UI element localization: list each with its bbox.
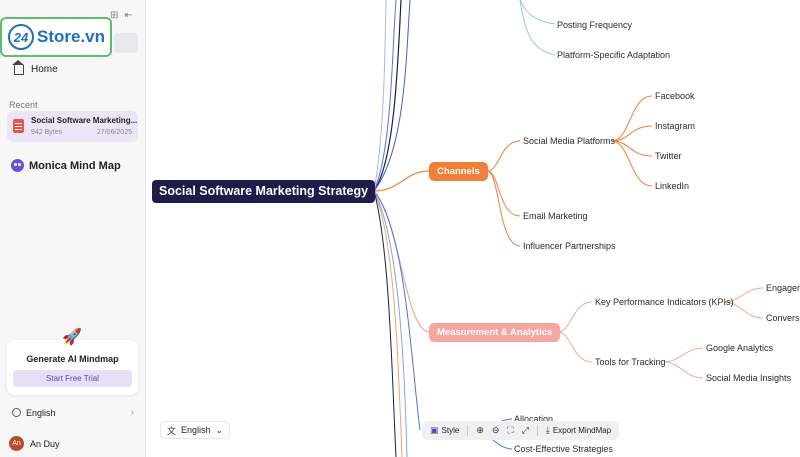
brand-row[interactable]: Monica Mind Map xyxy=(11,159,121,172)
node-kpis[interactable]: Key Performance Indicators (KPIs) xyxy=(595,297,734,307)
start-free-trial-button[interactable]: Start Free Trial xyxy=(13,370,132,387)
node-twitter[interactable]: Twitter xyxy=(655,151,682,161)
node-cost-effective-strategies[interactable]: Cost-Effective Strategies xyxy=(514,444,613,454)
sidebar: 24 Store.vn ⊞ ⇤ Home Recent Social Softw… xyxy=(0,0,146,457)
globe-icon xyxy=(12,408,21,417)
node-influencer-partnerships[interactable]: Influencer Partnerships xyxy=(523,241,616,251)
node-email-marketing[interactable]: Email Marketing xyxy=(523,211,588,221)
new-button[interactable] xyxy=(114,33,138,53)
document-icon xyxy=(13,119,24,133)
store-logo: 24 Store.vn xyxy=(0,17,112,57)
node-platform-adaptation[interactable]: Platform-Specific Adaptation xyxy=(557,50,671,60)
style-icon: ▣ xyxy=(430,425,439,435)
node-conversion[interactable]: Conversi xyxy=(766,313,800,323)
node-linkedin[interactable]: LinkedIn xyxy=(655,181,690,191)
recent-file-title: Social Software Marketing... xyxy=(31,116,138,125)
monica-logo-icon xyxy=(11,159,24,172)
home-icon xyxy=(12,59,24,75)
toolbar-divider xyxy=(536,425,538,436)
language-selector[interactable]: English › xyxy=(12,407,134,418)
promo-title: Generate AI Mindmap xyxy=(26,354,119,364)
grid-icon[interactable]: ⊞ xyxy=(110,10,119,21)
node-social-media-insights[interactable]: Social Media Insights xyxy=(706,373,792,383)
recent-heading: Recent xyxy=(9,100,38,110)
promo-card: 🚀 Generate AI Mindmap Start Free Trial xyxy=(7,329,138,395)
chevron-down-icon: ⌄ xyxy=(215,424,224,435)
logo-text: Store.vn xyxy=(37,27,106,46)
node-allocation[interactable]: Allocation xyxy=(514,414,554,424)
rocket-icon: 🚀 xyxy=(62,329,82,346)
node-instagram[interactable]: Instagram xyxy=(655,121,696,131)
sidebar-item-label: Home xyxy=(31,64,58,75)
recent-file-item[interactable]: Social Software Marketing... 942 Bytes 2… xyxy=(7,111,138,142)
collapse-sidebar-icon[interactable]: ⇤ xyxy=(124,10,133,21)
logo-number: 24 xyxy=(8,24,34,50)
node-facebook[interactable]: Facebook xyxy=(655,91,695,101)
canvas-language-label: English xyxy=(181,425,211,435)
download-icon: ⤓ xyxy=(545,425,550,435)
node-tools-for-tracking[interactable]: Tools for Tracking xyxy=(595,357,666,367)
user-profile[interactable]: An An Duy xyxy=(9,436,60,451)
canvas-language-select[interactable]: 文 English ⌄ xyxy=(160,421,231,439)
node-social-media-platforms[interactable]: Social Media Platforms xyxy=(523,136,616,146)
recent-file-size: 942 Bytes xyxy=(31,129,63,136)
brand-name: Monica Mind Map xyxy=(29,159,121,172)
fit-view-icon[interactable]: ⛶ xyxy=(507,425,514,435)
sidebar-item-home[interactable]: Home xyxy=(12,59,58,75)
recent-file-date: 27/06/2025 xyxy=(96,129,132,136)
node-google-analytics[interactable]: Google Analytics xyxy=(706,343,774,353)
language-label: English xyxy=(26,407,56,418)
zoom-in-icon[interactable]: ⊕ xyxy=(476,425,484,435)
avatar: An xyxy=(9,436,24,451)
export-label: Export MindMap xyxy=(552,426,612,435)
node-posting-frequency[interactable]: Posting Frequency xyxy=(557,20,633,30)
node-engagement[interactable]: Engagem xyxy=(766,283,800,293)
fullscreen-icon[interactable]: ⤢ xyxy=(521,425,529,435)
zoom-out-icon[interactable]: ⊖ xyxy=(491,425,500,435)
mindmap-root-node[interactable]: Social Software Marketing Strategy xyxy=(152,180,376,203)
user-name: An Duy xyxy=(30,438,60,449)
node-channels[interactable]: Channels xyxy=(429,162,488,181)
translate-icon: 文 xyxy=(167,425,177,436)
export-mindmap-button[interactable]: ⤓ Export MindMap xyxy=(546,425,611,436)
canvas-toolbar: ▣ Style ⊕ ⊖ ⛶ ⤢ ⤓ Export MindMap xyxy=(422,421,620,440)
sidebar-top-controls: ⊞ ⇤ xyxy=(110,10,133,21)
style-button[interactable]: ▣ Style xyxy=(430,425,459,436)
style-label: Style xyxy=(441,426,460,435)
chevron-right-icon: › xyxy=(130,407,134,418)
mindmap-canvas[interactable] xyxy=(147,0,800,457)
toolbar-divider xyxy=(467,425,469,436)
node-measurement-analytics[interactable]: Measurement & Analytics xyxy=(429,323,561,342)
